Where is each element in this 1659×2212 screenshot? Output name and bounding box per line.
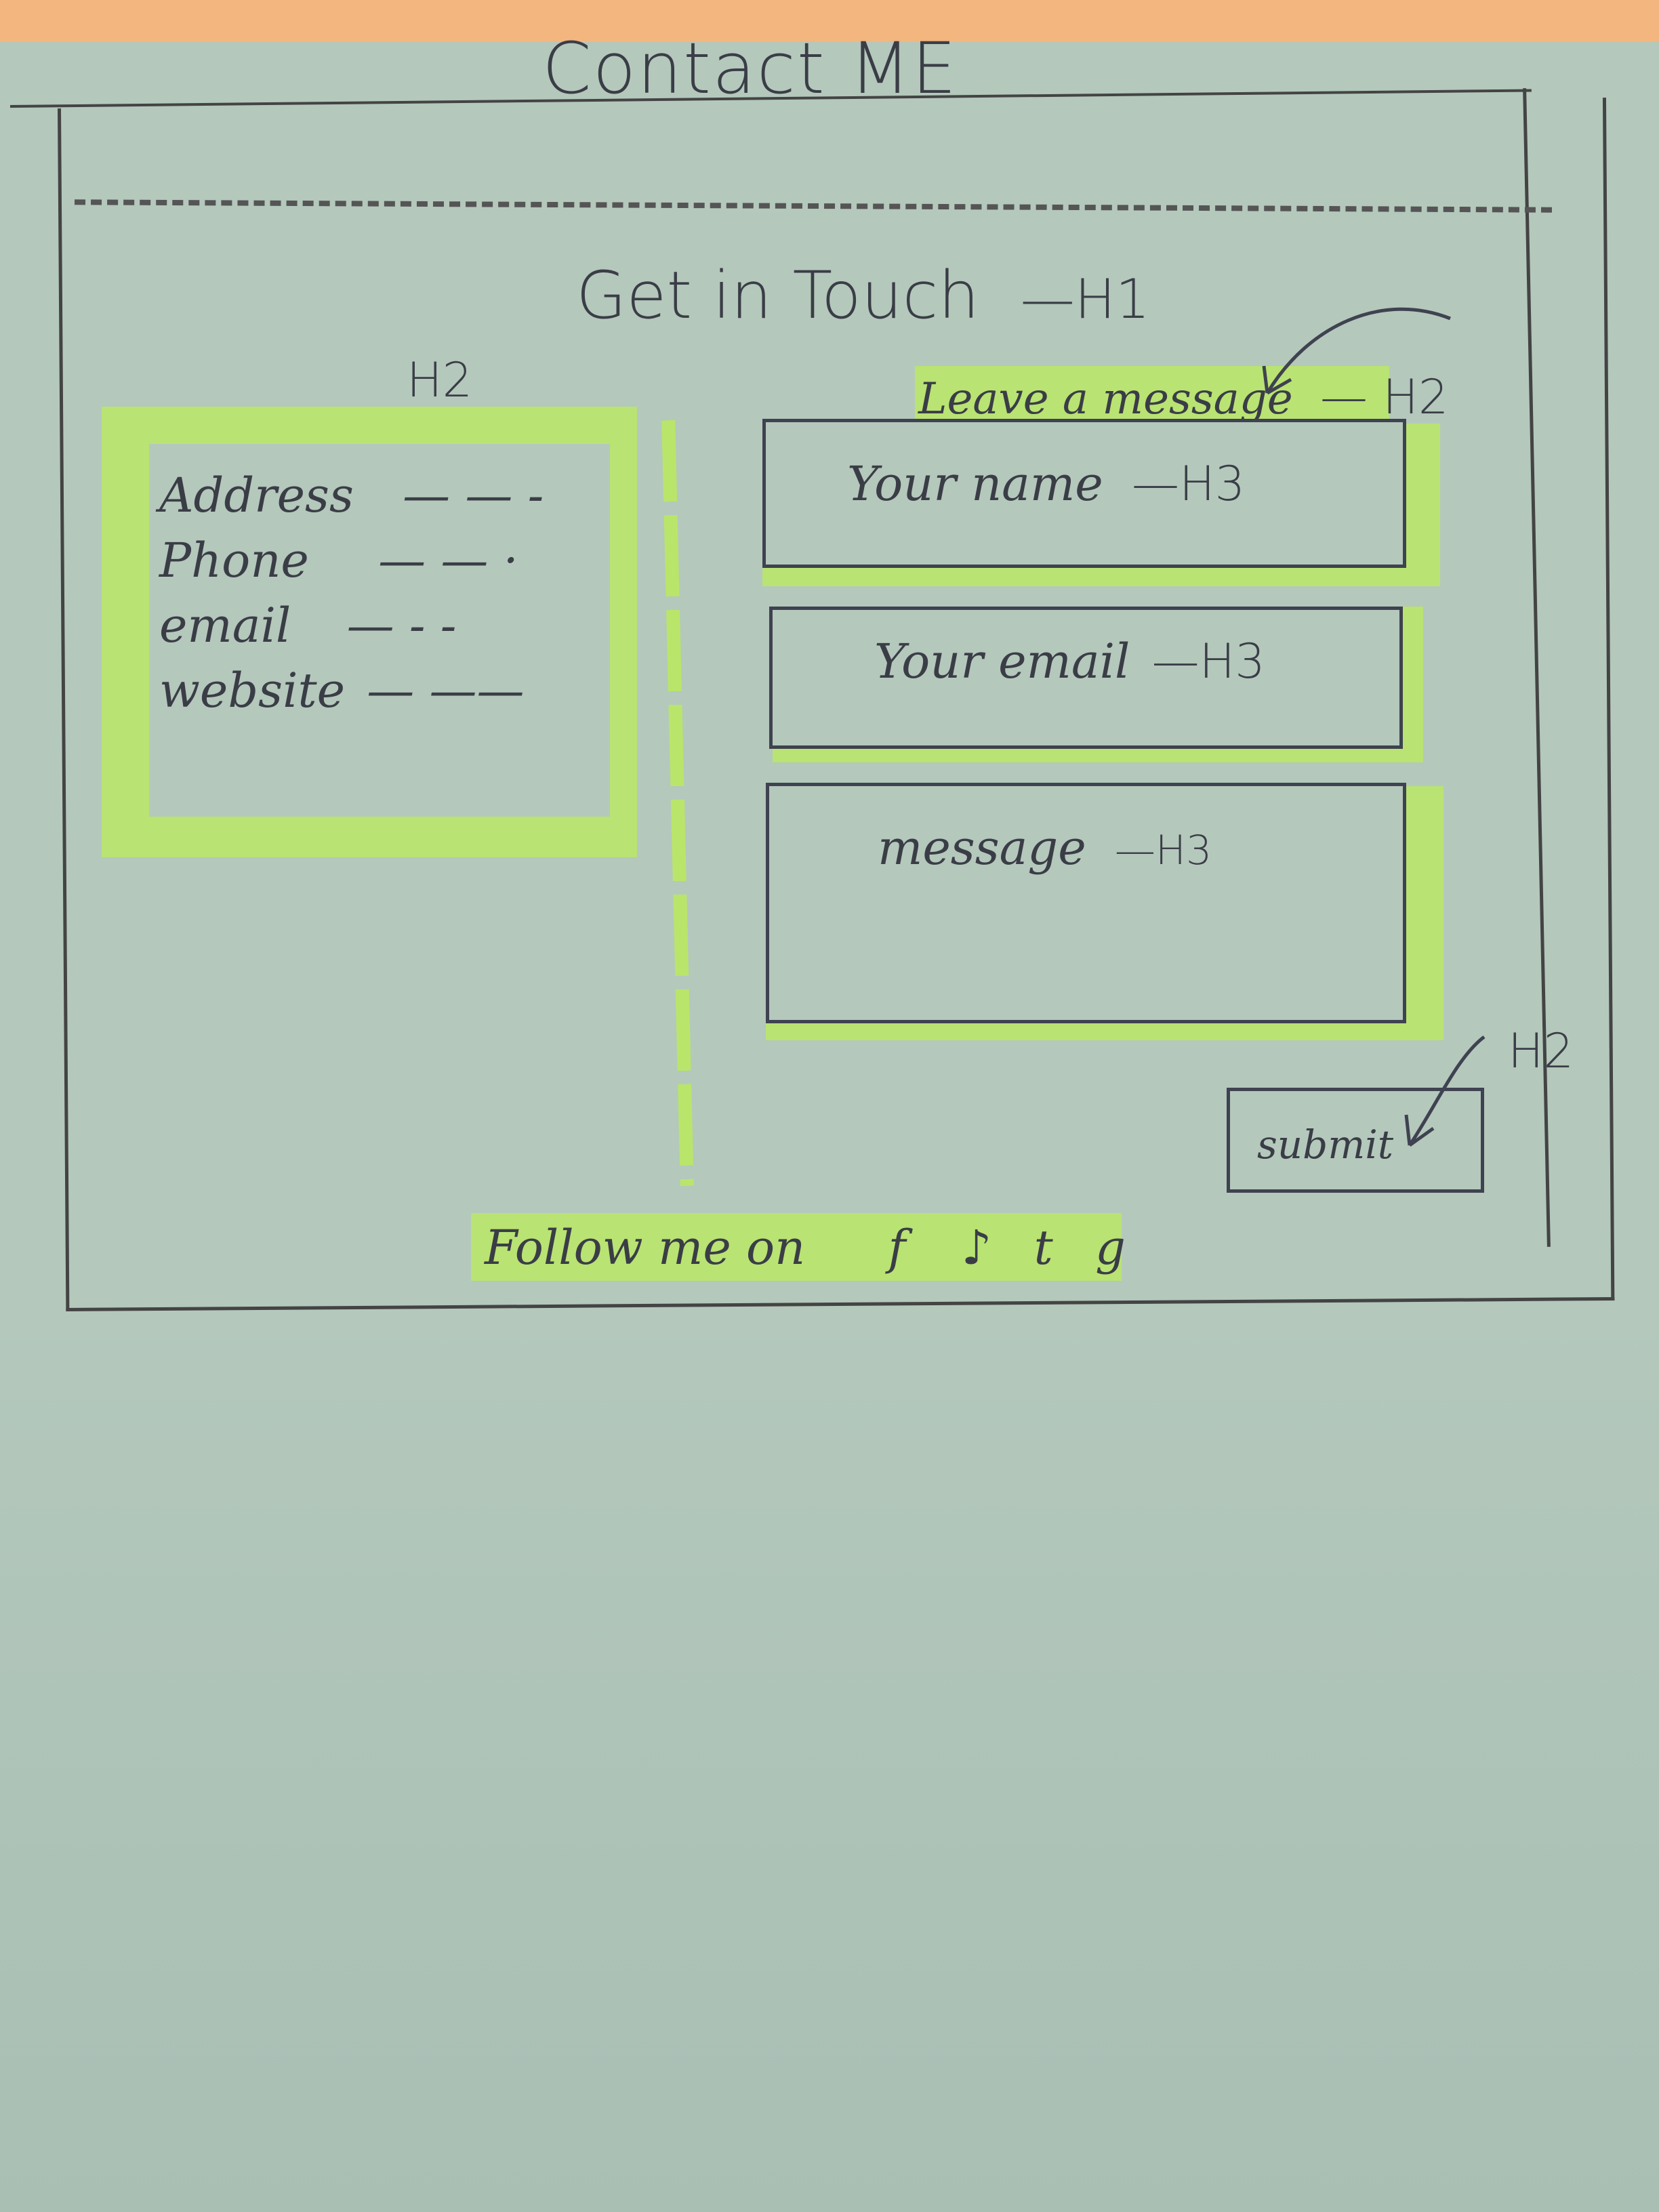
submit-annotation: H2 (1508, 1023, 1574, 1079)
message-textarea[interactable]: message —H3 (766, 783, 1406, 1023)
facebook-icon[interactable]: f (888, 1220, 906, 1275)
email-field-label: Your email —H3 (874, 634, 1265, 689)
footer-highlight (471, 1213, 1122, 1281)
form-heading-highlight (915, 366, 1389, 420)
message-field-label: message —H3 (878, 820, 1212, 876)
website-label: website (159, 663, 346, 718)
phone-row: Phone — — · (159, 533, 544, 588)
form-heading-arrow (1262, 307, 1451, 395)
submit-arrow (1404, 1036, 1486, 1147)
music-icon[interactable]: ♪ (961, 1220, 992, 1275)
get-in-touch-heading: Get in Touch —H1 (576, 258, 1150, 333)
email-field-text: Your email (874, 634, 1130, 689)
address-label: Address (159, 468, 354, 523)
google-plus-icon[interactable]: g (1095, 1220, 1126, 1275)
contact-info-annotation: H2 (407, 352, 473, 408)
follow-text: Follow me on (485, 1220, 806, 1275)
email-field-annotation: —H3 (1151, 634, 1265, 689)
message-field-annotation: —H3 (1114, 827, 1212, 874)
address-value: — — - (403, 468, 544, 523)
h1-annotation: —H1 (1020, 268, 1150, 331)
email-label: email (159, 598, 291, 653)
contact-info-box (149, 444, 610, 817)
name-input[interactable]: Your name —H3 (762, 419, 1406, 568)
contact-info-list: Address — — - Phone — — · email — - - we… (159, 468, 544, 718)
name-field-text: Your name (847, 456, 1103, 512)
page-title: Contact ME (542, 27, 958, 110)
email-row: email — - - (159, 598, 544, 653)
top-edge-strip (0, 0, 1659, 42)
twitter-icon[interactable]: t (1033, 1220, 1053, 1275)
address-row: Address — — - (159, 468, 544, 523)
email-input[interactable]: Your email —H3 (769, 607, 1403, 749)
email-value: — - - (346, 598, 457, 653)
form-heading: Leave a message — H2 (918, 369, 1448, 425)
name-field-annotation: —H3 (1131, 456, 1246, 512)
website-row: website — —— (159, 663, 544, 718)
h1-text: Get in Touch (576, 258, 980, 333)
footer-follow: Follow me on f ♪ t g (485, 1220, 1126, 1275)
submit-label: submit (1257, 1122, 1394, 1168)
submit-button[interactable]: submit (1227, 1088, 1484, 1193)
paper-background (0, 1288, 1659, 2212)
website-value: — —— (367, 663, 525, 718)
phone-value: — — · (378, 533, 518, 588)
message-field-text: message (878, 820, 1086, 876)
form-heading-text: Leave a message (918, 374, 1293, 424)
name-field-label: Your name —H3 (847, 456, 1245, 512)
form-heading-annotation: — H2 (1320, 369, 1449, 425)
phone-label: Phone (159, 533, 309, 588)
